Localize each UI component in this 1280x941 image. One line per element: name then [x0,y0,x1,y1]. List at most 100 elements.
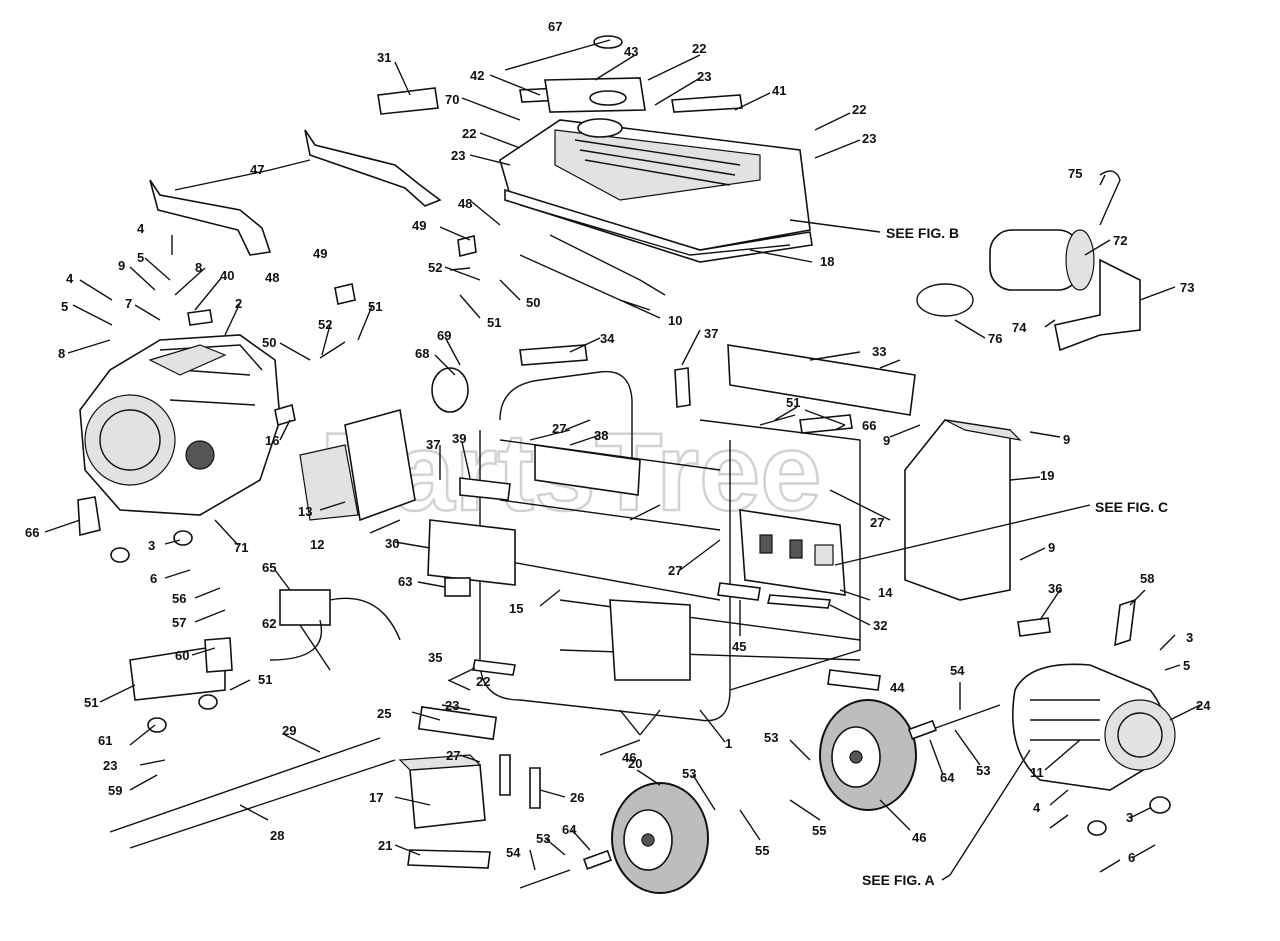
callout: 38 [594,428,608,443]
control-panel [739,509,846,596]
callout: 53 [682,766,696,781]
callout: 37 [704,326,718,341]
callout: 74 [1012,320,1027,335]
engine-assembly [79,334,281,516]
callout: 27 [552,421,566,436]
callout: 50 [262,335,276,350]
decal-41 [671,94,743,113]
plate-26 [529,767,541,809]
decal-37 [674,367,691,408]
callout: 66 [25,525,39,540]
leader-lines [44,39,1201,876]
frame [479,370,861,722]
callout: 53 [976,763,990,778]
callout: 15 [509,601,523,616]
isolator-3c [1149,796,1171,814]
bracket-49-top [457,235,477,257]
leader-fig-a [941,874,951,881]
strap-76 [916,283,974,317]
callout: 23 [445,698,459,713]
canister [989,229,1095,291]
callout: 68 [415,346,429,361]
callout: 4 [137,221,145,236]
callout: 27 [668,563,682,578]
callout: 51 [786,395,800,410]
callout: 35 [428,650,442,665]
harness [269,589,401,671]
callout: 59 [108,783,122,798]
isolator-3b [173,530,193,546]
decal-31 [377,87,439,115]
callout: 73 [1180,280,1194,295]
callout: 9 [883,433,890,448]
callout: 12 [310,537,324,552]
callout: 28 [270,828,284,843]
callout: 25 [377,706,391,721]
tank-tray [519,204,791,256]
callout: 29 [282,723,296,738]
spacer-64-left [582,849,612,870]
callout: 49 [313,246,327,261]
callout: 4 [66,271,74,286]
note-fig-b: SEE FIG. B [886,225,959,241]
callout: 23 [697,69,711,84]
wheel-right [819,699,917,811]
generator-cover [904,419,1022,601]
battery-tray-21 [407,849,491,869]
callout: 18 [820,254,834,269]
callout: 7 [125,296,132,311]
callout: 62 [262,616,276,631]
callout: 52 [318,317,332,332]
callout: 46 [912,830,926,845]
callout: 27 [446,748,460,763]
hose-75 [1099,170,1121,226]
callout: 27 [870,515,884,530]
callout: 50 [526,295,540,310]
callout: 53 [536,831,550,846]
isolator-61 [147,717,167,733]
cable-29 [109,737,381,833]
sleeve-58 [1114,598,1136,647]
callout: 8 [58,346,65,361]
fuel-cap-ring [589,90,627,106]
callout: 64 [940,770,955,785]
callout: 36 [1048,581,1062,596]
decal-34 [519,344,588,366]
callout: 6 [1128,850,1135,865]
alternator [1012,663,1176,791]
mount-25 [417,706,498,741]
callout: 51 [487,315,501,330]
axle-54-right [929,704,1001,731]
callout: 49 [412,218,426,233]
bracket-49-left [334,283,356,305]
callout: 76 [988,331,1002,346]
bracket-62 [204,637,233,673]
callout: 26 [570,790,584,805]
callout: 69 [437,328,451,343]
callout: 60 [175,648,189,663]
note-fig-a: SEE FIG. A [862,872,935,888]
decal-44 [827,669,881,691]
callout: 57 [172,615,186,630]
decal-39 [459,477,511,501]
callout: 17 [369,790,383,805]
callout: 23 [103,758,117,773]
callout: 39 [452,431,466,446]
callout-labels: 1 2 3 3 3 4 4 4 5 5 5 6 6 7 8 8 9 9 9 9 … [25,19,1211,865]
callout: 65 [262,560,276,575]
callout: 6 [150,571,157,586]
callout: 1 [725,736,732,751]
bracket-45 [717,582,761,601]
wheel-left [611,782,709,894]
callout: 9 [1048,540,1055,555]
decal-33 [727,344,916,416]
plate-40 [187,309,213,326]
callout: 55 [755,843,769,858]
callout: 22 [692,41,706,56]
fuel-gauge-67 [593,35,623,49]
callout: 23 [451,148,465,163]
callout: 66 [862,418,876,433]
callout: 72 [1113,233,1127,248]
plate-26b [499,754,511,796]
callout: 2 [235,296,242,311]
